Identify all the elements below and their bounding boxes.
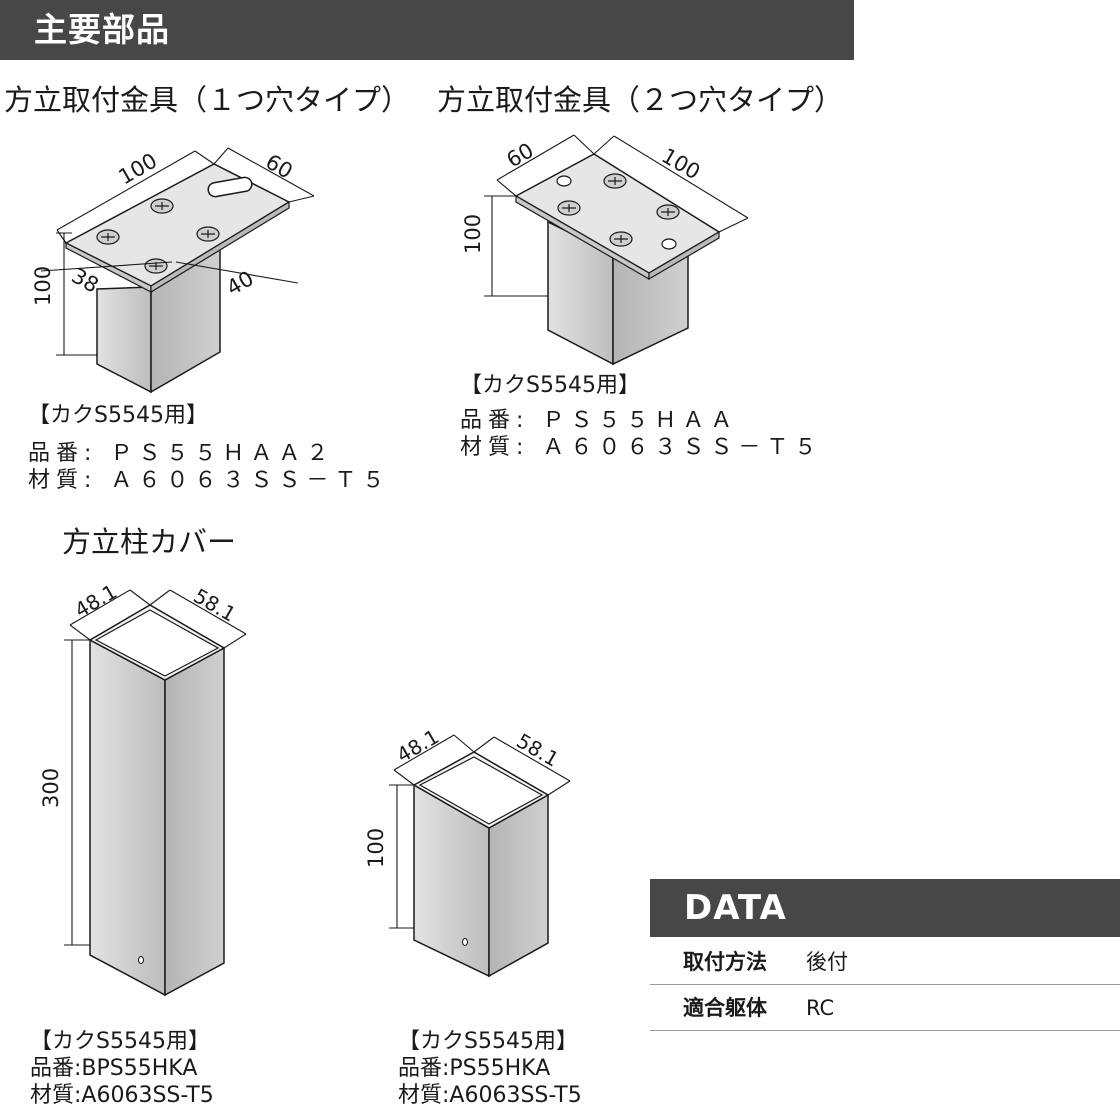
- bracket2-spec-part: 品番: ＰＳ５５ＨＡＡ: [460, 408, 739, 433]
- hole-icon: [661, 238, 677, 250]
- data-value-mounting: 後付: [806, 950, 848, 974]
- cover-long-spec-material: 材質:A6063SS-T5: [30, 1083, 214, 1108]
- bracket2-spec-material: 材質: Ａ６０６３ＳＳ－Ｔ５: [460, 435, 823, 460]
- bracket1-dim-height: 100: [31, 266, 55, 306]
- data-row: [650, 939, 1120, 985]
- cover-long-spec-part: 品番:BPS55HKA: [30, 1056, 198, 1081]
- bracket2-dim-height: 100: [461, 214, 485, 254]
- bracket1-title: 方立取付金具（１つ穴タイプ）: [4, 83, 411, 117]
- bracket2-title: 方立取付金具（２つ穴タイプ）: [437, 83, 844, 117]
- cover-short-spec-part: 品番:PS55HKA: [398, 1056, 551, 1081]
- header-bar: [0, 0, 854, 60]
- data-key-mounting: 取付方法: [683, 950, 767, 974]
- data-title: DATA: [684, 888, 787, 928]
- hole-icon: [556, 175, 572, 187]
- hole-icon: [462, 938, 468, 946]
- cover-short-dim-height: 100: [364, 828, 388, 868]
- cover-short-spec-for: 【カクS5545用】: [398, 1029, 578, 1054]
- cover-short-dim-b: 58.1: [513, 729, 564, 772]
- hole-icon: [138, 956, 144, 964]
- data-value-structure: RC: [806, 996, 835, 1020]
- bracket1-spec-material: 材質: Ａ６０６３ＳＳ－Ｔ５: [28, 468, 391, 493]
- data-header-bar: [650, 879, 1120, 937]
- data-key-structure: 適合躯体: [683, 996, 767, 1020]
- data-row: [650, 985, 1120, 1031]
- bracket1-spec-part: 品番: ＰＳ５５ＨＡＡ２: [28, 441, 335, 466]
- bracket1-spec-for: 【カクS5545用】: [28, 403, 208, 428]
- cover-long-spec-for: 【カクS5545用】: [30, 1029, 210, 1054]
- cover-short-spec-material: 材質:A6063SS-T5: [398, 1083, 582, 1108]
- cover-short-dim-a: 48.1: [393, 724, 444, 767]
- page-title: 主要部品: [34, 10, 170, 49]
- bracket2-spec-for: 【カクS5545用】: [460, 373, 640, 398]
- cover-long-dim-height: 300: [39, 768, 63, 808]
- cover-title: 方立柱カバー: [62, 525, 237, 559]
- bracket1-slot: [207, 176, 253, 198]
